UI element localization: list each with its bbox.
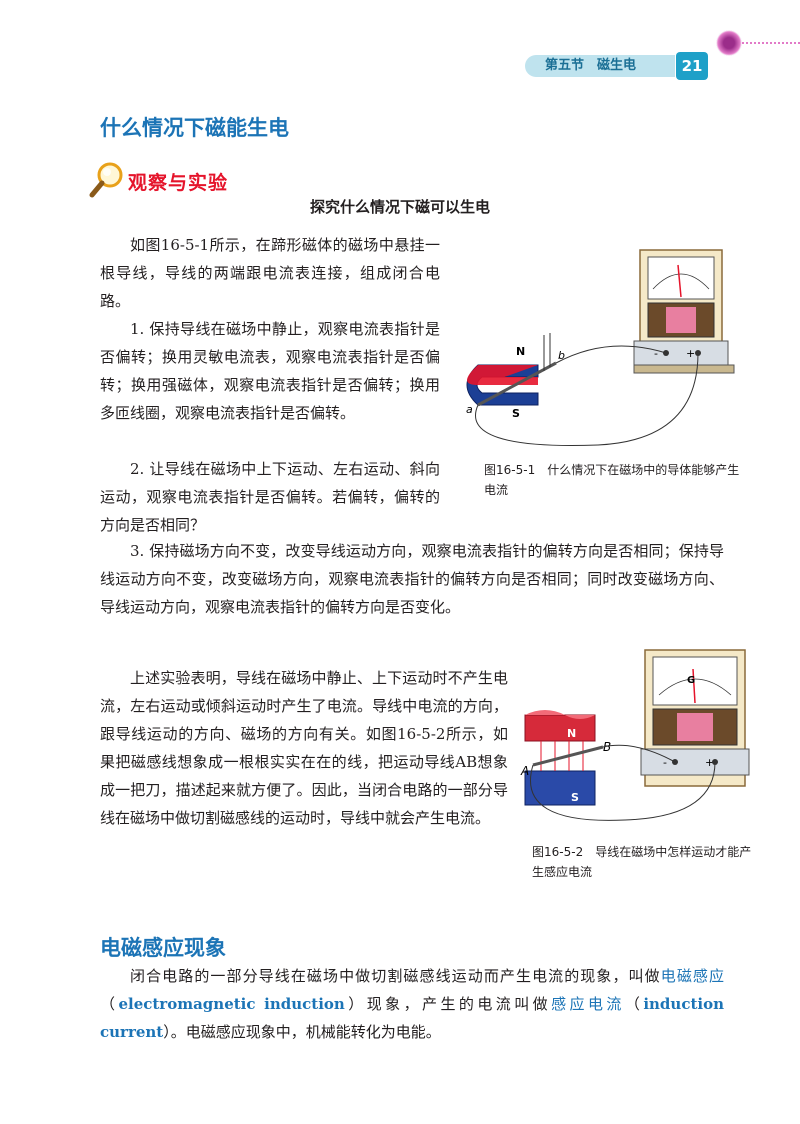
page-number: 21 [676, 52, 708, 80]
paragraph-step-1: 1. 保持导线在磁场中静止，观察电流表指针是否偏转；换用灵敏电流表，观察电流表指… [100, 320, 440, 422]
paragraph-conclusion: 上述实验表明，导线在磁场中静止、上下运动时不产生电流，左右运动或倾斜运动时产生了… [100, 669, 508, 827]
magnifier-icon [89, 162, 123, 198]
south-pole-label: S [571, 791, 579, 804]
wire-end-a-label: A [520, 764, 529, 778]
ammeter-plus-terminal: + [686, 347, 695, 360]
galvanometer-g-label: G [687, 675, 695, 686]
decorative-circle-icon [716, 30, 742, 56]
paragraph-step-3: 3. 保持磁场方向不变，改变导线运动方向，观察电流表指针的偏转方向是否相同；保持… [100, 542, 724, 616]
figure-16-5-1-caption: 图16-5-1 什么情况下在磁场中的导体能够产生电流 [484, 463, 740, 497]
definition-text-2: 现象，产生的电流叫做 [366, 995, 552, 1013]
galvanometer-plus-terminal: + [705, 756, 714, 769]
paragraph-setup: 如图16-5-1所示，在蹄形磁体的磁场中悬挂一根导线，导线的两端跟电流表连接，组… [100, 236, 440, 310]
magnet-south-label: S [512, 407, 520, 420]
section-heading-electromagnetic-induction: 电磁感应现象 [100, 936, 226, 960]
magnet-north-label: N [516, 345, 525, 358]
keyterm-electromagnetic-induction-en: electromagnetic induction [118, 995, 345, 1013]
paragraph-definition: 闭合电路的一部分导线在磁场中做切割磁感线运动而产生电流的现象，叫做电磁感应（el… [100, 967, 724, 1041]
figure-16-5-2-caption: 图16-5-2 导线在磁场中怎样运动才能产生感应电流 [532, 845, 752, 879]
observe-and-experiment-label: 观察与实验 [128, 172, 229, 194]
north-pole-label: N [567, 727, 576, 740]
keyterm-induction-current-en: induction current [100, 995, 724, 1041]
conducting-wire [477, 361, 557, 407]
north-pole-block [524, 714, 596, 742]
keyterm-electromagnetic-induction: 电磁感应 [660, 967, 724, 985]
wire-ab [532, 745, 604, 767]
keyterm-induction-current: 感应电流 [551, 995, 625, 1013]
figure-16-5-2: G - + N S A B [520, 649, 750, 821]
figure-16-5-1: - + N S a b [466, 249, 735, 446]
definition-text-3: 。电磁感应现象中，机械能转化为电能。 [170, 1023, 441, 1041]
galvanometer-needle [692, 668, 696, 704]
paragraph-step-2: 2. 让导线在磁场中上下运动、左右运动、斜向运动，观察电流表指针是否偏转。若偏转… [100, 460, 440, 534]
header-bar [525, 55, 675, 77]
south-pole-block [524, 770, 596, 806]
wire-end-a-label: a [466, 403, 473, 416]
section-heading-magnetism-to-electricity: 什么情况下磁能生电 [100, 116, 289, 140]
definition-text-1: 闭合电路的一部分导线在磁场中做切割磁感线运动而产生电流的现象，叫做 [130, 967, 661, 985]
galvanometer-minus-terminal: - [663, 756, 667, 769]
wire-end-b-label: B [603, 740, 611, 754]
experiment-title: 探究什么情况下磁可以生电 [309, 198, 490, 216]
chapter-section-label: 第五节 磁生电 [545, 58, 637, 73]
ammeter-needle [677, 264, 682, 298]
ammeter-minus-terminal: - [654, 347, 658, 360]
wire-end-b-label: b [558, 349, 565, 362]
decorative-dotted-line [742, 42, 800, 44]
